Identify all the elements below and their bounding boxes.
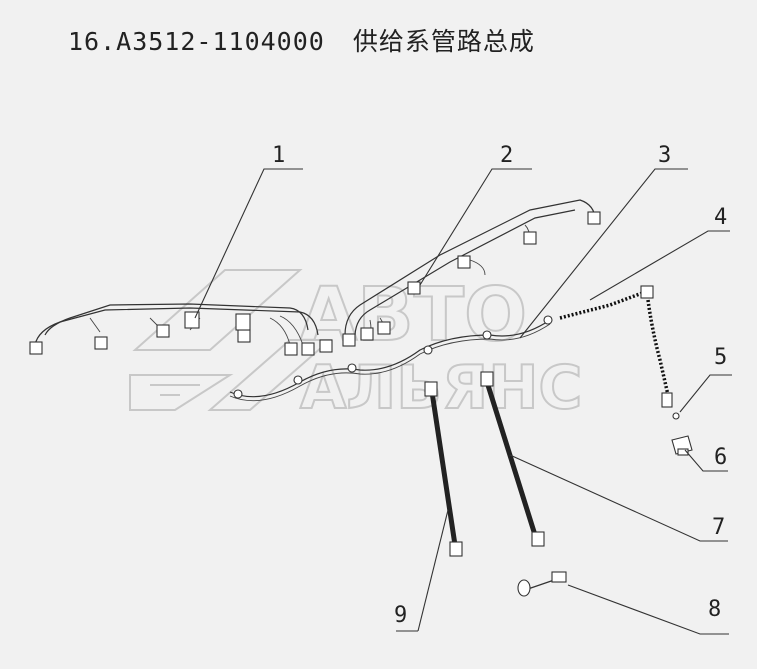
drawing-code: 16.A3512-1104000: [68, 27, 325, 56]
callout-4: 4: [714, 205, 727, 230]
callout-9: 9: [394, 603, 407, 628]
part-4-braided-hose: [559, 285, 673, 408]
part-2-pipe-harness: [342, 199, 601, 347]
watermark-line2: АЛЬЯНС: [300, 353, 582, 423]
part-5-washer: [672, 412, 680, 420]
callout-8: 8: [708, 597, 721, 622]
part-3-return-line: [229, 315, 553, 402]
callout-5: 5: [714, 345, 727, 370]
part-7-hoses: [424, 371, 545, 557]
leader-lines: [194, 168, 732, 635]
drawing-name: 供给系管路总成: [352, 27, 535, 56]
watermark: АВТО АЛЬЯНС: [129, 269, 583, 424]
part-6-plug: [671, 435, 693, 456]
callout-2: 2: [500, 143, 513, 168]
callout-numbers: 1 2 3 4 5 6 7 8 9: [272, 143, 727, 628]
callout-7: 7: [712, 515, 725, 540]
callout-6: 6: [714, 445, 727, 470]
part-8-fitting: [517, 571, 567, 597]
drawing-title: 16.A3512-1104000 供给系管路总成: [68, 22, 535, 58]
callout-1: 1: [272, 143, 285, 168]
callout-3: 3: [658, 143, 671, 168]
part-1-pipe-harness: [29, 303, 333, 356]
